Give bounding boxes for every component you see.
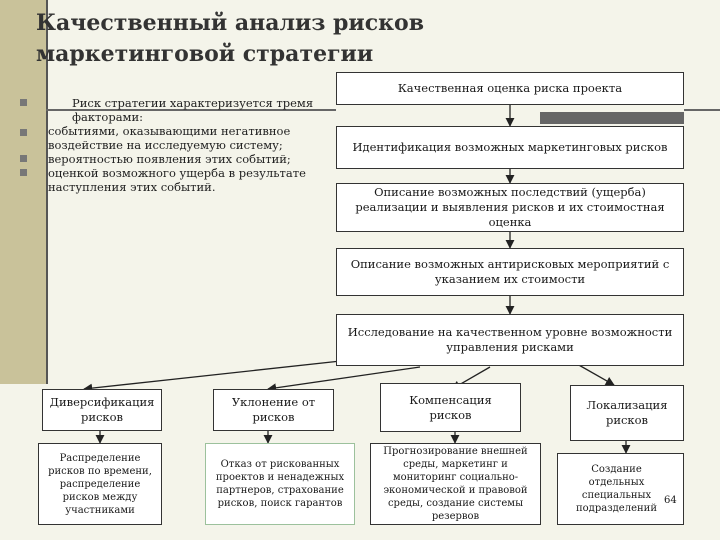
bullet-square-icon xyxy=(20,99,27,106)
page-number: 64 xyxy=(664,495,677,506)
method-localization: Локализация рисков xyxy=(570,385,684,441)
bullet-item: вероятностью появления этих событий; xyxy=(20,152,335,166)
detail-compensation: Прогнозирование внешней среды, маркетинг… xyxy=(370,443,541,525)
bullet-item: Риск стратегии характеризуется тремя фак… xyxy=(20,96,335,124)
bullet-text: оценкой возможного ущерба в результате н… xyxy=(48,166,306,194)
title-divider-right xyxy=(684,109,720,111)
left-decor-band xyxy=(0,0,46,384)
decor-bar xyxy=(540,112,684,124)
bullet-text: Риск стратегии характеризуется тремя фак… xyxy=(72,96,314,124)
arrow-to-diversification xyxy=(83,359,351,393)
method-compensation: Компенсация рисков xyxy=(380,383,521,432)
bullet-square-icon xyxy=(20,129,27,136)
detail-localization: Создание отдельных специальных подраздел… xyxy=(557,453,684,525)
flow-step-risk-identification: Идентификация возможных маркетинговых ри… xyxy=(336,126,684,169)
method-avoidance: Уклонение от рисков xyxy=(213,389,334,431)
title-divider-left xyxy=(46,109,336,111)
slide-title: Качественный анализ рисков маркетинговой… xyxy=(36,10,424,67)
bullet-list: Риск стратегии характеризуется тремя фак… xyxy=(20,96,335,194)
bullet-text: вероятностью появления этих событий; xyxy=(48,152,291,166)
detail-avoidance: Отказ от рискованных проектов и ненадежн… xyxy=(205,443,355,525)
method-diversification: Диверсификация рисков xyxy=(42,389,162,431)
flow-step-qualitative-assessment: Качественная оценка риска проекта xyxy=(336,72,684,105)
bullet-item: оценкой возможного ущерба в результате н… xyxy=(20,166,335,194)
flow-step-risk-management-study: Исследование на качественном уровне возм… xyxy=(336,314,684,366)
arrow-to-avoidance xyxy=(267,366,421,393)
flow-step-consequences-description: Описание возможных последствий (ущерба) … xyxy=(336,183,684,232)
flow-step-antirisk-measures: Описание возможных антирисковых мероприя… xyxy=(336,248,684,296)
bullet-text: событиями, оказывающими негативное возде… xyxy=(48,124,291,152)
bullet-square-icon xyxy=(20,155,27,162)
detail-diversification: Распределение рисков по времени, распред… xyxy=(38,443,162,525)
bullet-square-icon xyxy=(20,169,27,176)
left-decor-line xyxy=(46,0,48,384)
bullet-item: событиями, оказывающими негативное возде… xyxy=(20,124,335,152)
